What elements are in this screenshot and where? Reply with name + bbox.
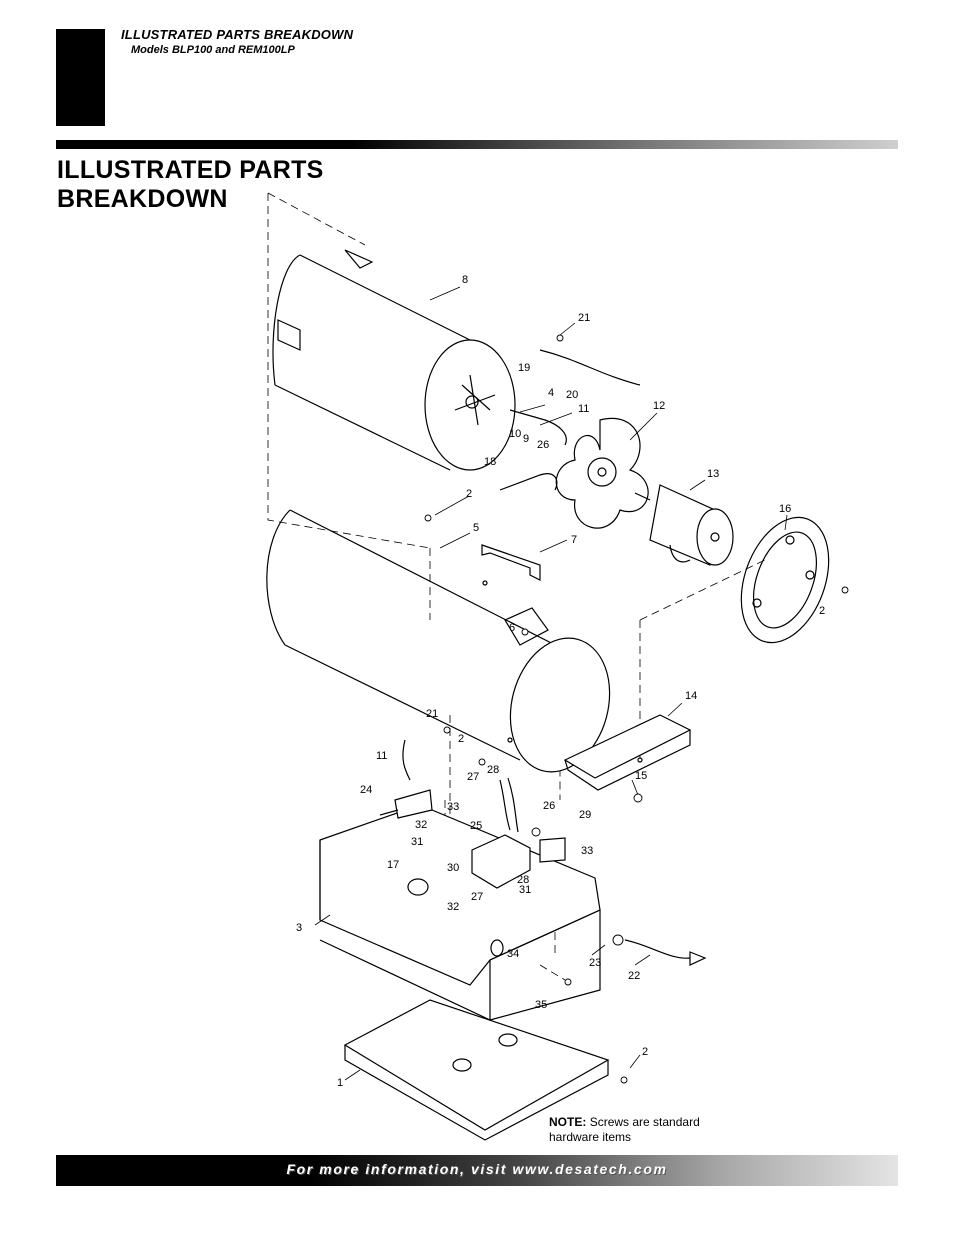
callout-21: 21 [426,708,438,720]
section-tab [56,29,105,126]
callout-2: 2 [466,488,472,500]
fan-guard-16 [740,516,830,644]
callout-4: 4 [548,387,554,399]
callout-29: 29 [579,809,591,821]
callout-27: 27 [471,891,483,903]
page-title-line1: ILLUSTRATED PARTS [57,156,324,184]
wiring-upper [499,349,641,491]
callout-11: 11 [578,403,589,415]
callout-15: 15 [635,770,647,782]
base-pan-1 [343,999,610,1141]
callout-3: 3 [296,922,302,934]
callout-31: 31 [411,836,423,848]
page-title: ILLUSTRATED PARTS BREAKDOWN [57,156,324,214]
wiring-lower [499,777,566,863]
callout-7: 7 [571,534,577,546]
page-title-line2: BREAKDOWN [57,185,228,213]
callout-1: 1 [337,1077,343,1089]
callout-5: 5 [473,522,479,534]
callout-17: 17 [387,859,399,871]
callout-13: 13 [707,468,719,480]
callout-30: 30 [447,862,459,874]
footer-text: For more information, visit www.desatech… [286,1161,668,1177]
power-cord-22 [624,939,707,966]
callout-28: 28 [517,874,529,886]
callout-2: 2 [819,605,825,617]
callout-10: 10 [509,428,521,440]
control-box-25 [471,834,531,889]
note-label: NOTE: [549,1115,587,1129]
callout-6: 6 [509,622,515,634]
callout-2: 2 [642,1046,648,1058]
header-rule [56,140,898,149]
header-section-title: ILLUSTRATED PARTS BREAKDOWN [121,27,354,42]
handle-7 [481,544,541,581]
callout-25: 25 [470,820,482,832]
note-line2: hardware items [549,1130,632,1144]
callout-2: 2 [458,733,464,745]
callout-32: 32 [447,901,459,913]
callout-32: 32 [415,819,427,831]
callout-18: 18 [484,456,496,468]
motor-bracket-14 [563,714,692,791]
hose-11 [379,739,433,819]
callout-20: 20 [566,389,578,401]
callout-27: 27 [467,771,479,783]
callout-28: 28 [487,764,499,776]
fan-blade-12 [555,417,649,529]
callout-21: 21 [578,312,590,324]
callout-16: 16 [779,503,791,515]
callout-22: 22 [628,970,640,982]
callout-24: 24 [360,784,372,796]
note-text: NOTE: Screws are standard hardware items [549,1115,700,1145]
leader-lines [314,286,788,1081]
callout-11: 11 [376,750,387,762]
fasteners [424,334,849,1084]
callout-33: 33 [581,845,593,857]
lower-housing-5 [266,509,611,773]
callout-23: 23 [589,957,601,969]
callout-34: 34 [507,948,519,960]
callout-12: 12 [653,400,665,412]
callout-26: 26 [537,439,549,451]
callout-14: 14 [685,690,697,702]
callout-9: 9 [523,433,529,445]
upper-housing-8 [272,249,516,471]
callout-19: 19 [518,362,530,374]
callout-35: 35 [535,999,547,1011]
footer-bar: For more information, visit www.desatech… [56,1155,898,1186]
callout-26: 26 [543,800,555,812]
callout-8: 8 [462,274,468,286]
note-line1: Screws are standard [589,1115,700,1129]
header-models: Models BLP100 and REM100LP [131,44,295,56]
motor-13 [634,484,734,566]
base-housing-3 [319,804,601,1021]
callout-31: 31 [519,884,531,896]
callout-33: 33 [447,801,459,813]
